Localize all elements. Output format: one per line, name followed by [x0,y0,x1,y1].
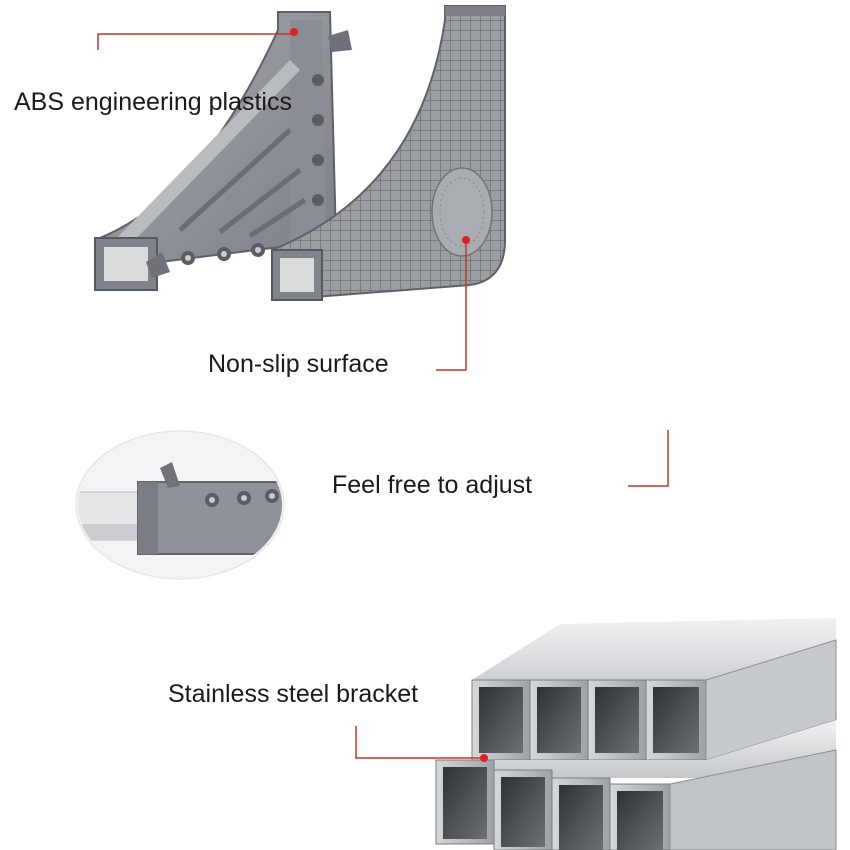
abs-callout-dot [290,28,298,36]
stainless-steel-label: Stainless steel bracket [168,680,419,708]
steel-callout-line [355,726,484,759]
abs-plastics-label: ABS engineering plastics [14,88,292,116]
abs-callout-line [97,33,292,50]
adjust-callout-line [628,430,669,487]
steel-tubes-illustration [355,618,837,850]
steel-tubes [435,618,837,850]
adjust-closeup-image [78,462,282,555]
non-slip-surface-label: Non-slip surface [208,350,389,378]
bracket-feet-panel [0,0,850,371]
adjust-label: Feel free to adjust [332,471,533,499]
steel-callout-dot [480,754,488,762]
right-bracket-foot [270,5,506,302]
adjust-illustration [75,430,669,580]
adjust-panel [0,420,850,590]
non-slip-callout-dot [462,236,470,244]
left-bracket-foot [94,11,352,291]
non-slip-callout-line [436,240,467,371]
steel-panel [0,600,850,850]
bracket-feet-illustration [94,5,506,371]
